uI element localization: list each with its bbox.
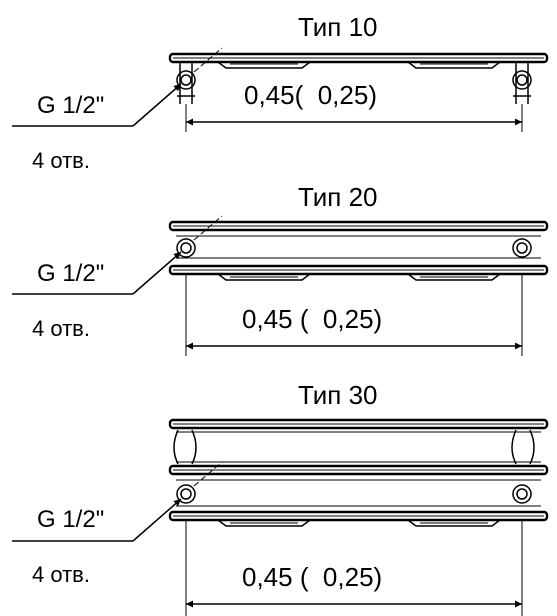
type-10-dimension-line <box>185 104 523 132</box>
type-30-thread-label: G 1/2" <box>37 506 104 533</box>
type-10-right-connection <box>512 62 532 104</box>
type-20-title: Тип 20 <box>298 182 378 212</box>
type-20-dimension-line <box>185 274 523 356</box>
type-20-radiator-outline <box>168 220 549 281</box>
type-30-section: Тип 30 <box>12 380 549 616</box>
type-30-holes-label: 4 отв. <box>32 562 90 587</box>
type-10-left-connection <box>176 62 196 104</box>
type-10-dimension-label: 0,45( 0,25) <box>244 80 377 110</box>
type-30-dimension-label: 0,45 ( 0,25) <box>242 562 382 592</box>
type-30-leader <box>12 461 223 542</box>
type-30-title: Тип 30 <box>298 380 378 410</box>
type-20-holes-label: 4 отв. <box>32 316 90 341</box>
type-10-thread-label: G 1/2" <box>37 92 104 119</box>
type-30-left-connection <box>176 484 196 504</box>
type-20-section: Тип 20 0,45 ( 0,25) <box>12 182 549 356</box>
type-20-right-connection <box>512 238 532 258</box>
type-20-leader <box>12 215 223 295</box>
type-30-radiator-outline <box>168 418 549 527</box>
type-30-right-connection <box>512 484 532 504</box>
type-10-holes-label: 4 отв. <box>32 148 90 173</box>
type-20-dimension-label: 0,45 ( 0,25) <box>242 304 382 334</box>
type-10-title: Тип 10 <box>298 12 378 42</box>
type-10-radiator-outline <box>168 52 549 69</box>
type-10-leader <box>12 47 223 127</box>
type-10-section: Тип 10 0,45( 0,25) <box>12 12 549 173</box>
type-30-dimension-line <box>185 520 523 616</box>
type-20-left-connection <box>176 238 196 258</box>
type-20-thread-label: G 1/2" <box>37 260 104 287</box>
